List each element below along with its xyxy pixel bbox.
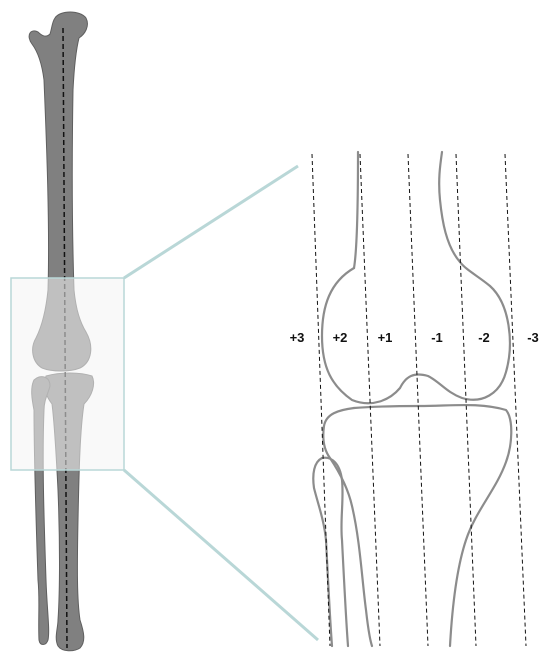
zone-labels: +3 +2 +1 -1 -2 -3 <box>290 330 539 345</box>
zoom-connector-bottom <box>124 470 318 640</box>
zoom-connector-top <box>124 166 298 278</box>
zone-label-plus-1: +1 <box>378 330 393 345</box>
guide-line <box>505 154 526 646</box>
femoral-condyles <box>322 152 510 403</box>
zone-label-minus-3: -3 <box>527 330 539 345</box>
zone-label-plus-3: +3 <box>290 330 305 345</box>
femur-shaft-left <box>354 152 358 268</box>
zone-label-minus-2: -2 <box>478 330 490 345</box>
guide-line <box>408 154 428 646</box>
zone-label-plus-2: +2 <box>333 330 348 345</box>
guide-line <box>360 154 380 646</box>
tibia-right-border <box>354 405 511 646</box>
zone-label-minus-1: -1 <box>431 330 443 345</box>
knee-closeup-icon <box>313 152 511 646</box>
knee-highlight-box <box>11 278 124 470</box>
